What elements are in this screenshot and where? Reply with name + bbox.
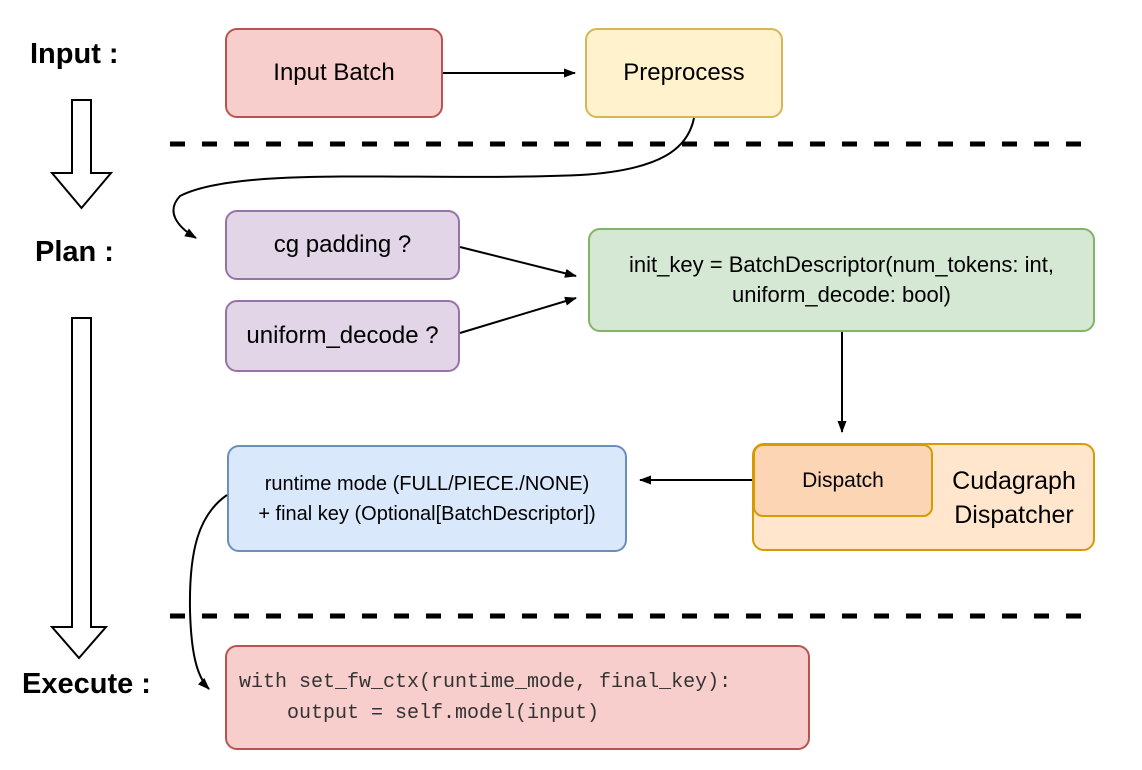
execute-code-line2: output = self.model(input) — [239, 701, 600, 725]
node-cudagraph-dispatcher-label: Cudagraph Dispatcher — [952, 467, 1076, 529]
node-cg-padding-label: cg padding ? — [273, 231, 412, 258]
hollow-arrow-input-to-plan — [49, 99, 114, 210]
curve-runtime-mode-to-execute-code — [188, 494, 228, 690]
stage-label-execute: Execute : — [22, 668, 151, 700]
node-init-key-line2: uniform_decode: bool) — [732, 282, 951, 307]
execute-code-line1: with set_fw_ctx(runtime_mode, final_key)… — [239, 670, 732, 694]
node-input-batch: Input Batch — [225, 28, 443, 118]
node-preprocess: Preprocess — [585, 28, 783, 118]
node-init-key-line1: init_key = BatchDescriptor(num_tokens: i… — [629, 252, 1054, 277]
curve-preprocess-to-cg-padding — [172, 117, 695, 239]
stage-label-plan: Plan : — [35, 236, 114, 268]
node-uniform-decode-label: uniform_decode ? — [246, 322, 439, 349]
stage-label-input: Input : — [30, 38, 119, 70]
node-runtime-mode-line1: runtime mode (FULL/PIECE./NONE) — [264, 472, 590, 495]
node-runtime-mode: runtime mode (FULL/PIECE./NONE) + final … — [227, 445, 627, 552]
node-runtime-mode-line2: + final key (Optional[BatchDescriptor]) — [258, 502, 596, 525]
node-dispatch: Dispatch — [753, 444, 933, 517]
hollow-arrow-plan-to-execute — [49, 317, 109, 660]
node-uniform-decode: uniform_decode ? — [225, 300, 460, 372]
arrow-cg-padding-to-init-key — [459, 246, 577, 278]
node-execute-code: with set_fw_ctx(runtime_mode, final_key)… — [225, 645, 810, 750]
node-dispatch-label: Dispatch — [802, 468, 884, 492]
node-preprocess-label: Preprocess — [623, 59, 745, 86]
node-input-batch-label: Input Batch — [273, 59, 395, 86]
node-init-key: init_key = BatchDescriptor(num_tokens: i… — [588, 228, 1095, 332]
arrow-uniform-decode-to-init-key — [459, 296, 577, 334]
node-cg-padding: cg padding ? — [225, 210, 460, 280]
